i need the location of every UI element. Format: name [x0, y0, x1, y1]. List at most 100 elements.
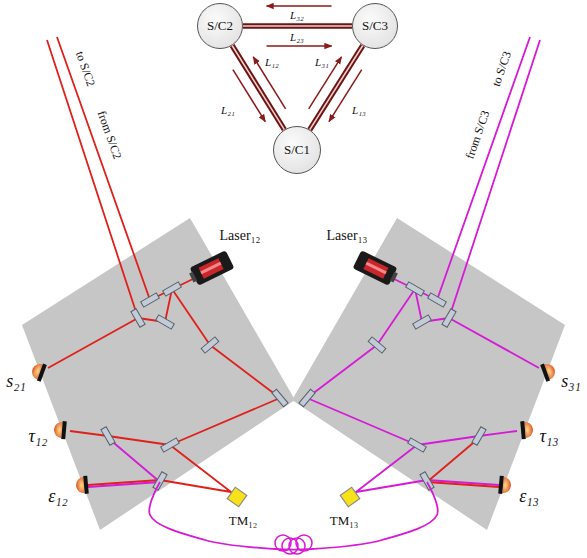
- symbol-label: L₃₁: [315, 56, 329, 68]
- detector-dome: [502, 477, 511, 494]
- symbol-label: TM₁₂: [229, 514, 258, 528]
- photodetector: [540, 361, 557, 382]
- laser-aperture: [390, 272, 398, 283]
- symbol-label: to S/C3: [490, 50, 515, 89]
- mirror: [368, 337, 386, 353]
- link-outer: [310, 45, 363, 129]
- detector-base: [37, 364, 47, 382]
- symbol-label: Laser₁₃: [327, 228, 368, 243]
- symbol-label: τ₁₂: [29, 427, 48, 447]
- symbol-label: TM₁₃: [330, 514, 359, 528]
- remote-beam: [108, 438, 160, 482]
- laser-shine: [200, 262, 221, 274]
- laser-icon: [187, 250, 234, 287]
- fiber-coil: [282, 538, 298, 554]
- optical-bench-left: [22, 37, 295, 530]
- symbol-label: ε₁₂: [48, 487, 68, 507]
- symbol-label: L₂₃: [290, 31, 304, 43]
- remote-beam: [427, 482, 499, 487]
- detector-dome: [75, 477, 84, 494]
- photodetector: [520, 420, 534, 439]
- detector-base: [520, 421, 526, 439]
- mirror: [156, 315, 175, 329]
- mirror: [442, 309, 456, 328]
- link-inner: [243, 25, 352, 27]
- laser-icon: [353, 250, 400, 287]
- spacecraft-name: S/C1: [284, 142, 310, 158]
- test-mass: [227, 487, 246, 506]
- test-mass: [340, 487, 359, 506]
- laser-link: [310, 45, 363, 129]
- symbol-label: L₂₁: [221, 104, 235, 116]
- laser-shine: [366, 262, 387, 274]
- outgoing-beam: [392, 37, 530, 300]
- mirror: [201, 337, 219, 353]
- detector-dome: [524, 421, 533, 438]
- laser-tube: [199, 258, 224, 278]
- laser-body: [190, 250, 235, 286]
- detector-base: [498, 476, 504, 494]
- link-inner: [310, 45, 363, 129]
- detector-base: [540, 364, 550, 382]
- spacecraft-name: S/C2: [207, 18, 233, 34]
- outgoing-beam: [57, 37, 195, 300]
- symbol-label: Laser₁₂: [220, 228, 261, 243]
- laser-aperture: [189, 272, 197, 283]
- laser-body: [353, 250, 398, 286]
- local-beam: [70, 289, 280, 445]
- mirror: [272, 389, 288, 407]
- symbol-label: s₂₁: [6, 372, 26, 392]
- mirror: [413, 315, 432, 329]
- mirror: [428, 293, 447, 307]
- photodetector: [75, 476, 89, 495]
- mirror: [472, 427, 486, 446]
- photodetector: [53, 420, 67, 439]
- link-inner: [232, 46, 284, 130]
- symbol-label: L₃₂: [290, 9, 304, 21]
- incoming-beam: [47, 40, 138, 368]
- symbol-label: to S/C2: [73, 50, 98, 89]
- mirror: [163, 282, 182, 296]
- test-mass-beam: [356, 445, 499, 492]
- mirror: [131, 309, 145, 328]
- symbol-label: s₃₁: [561, 372, 581, 392]
- mirror: [299, 389, 315, 407]
- spacecraft-name: S/C3: [362, 18, 388, 34]
- spacecraft-circle: S/C1: [273, 126, 321, 174]
- fiber-coil: [296, 535, 312, 551]
- detector-base: [83, 476, 89, 494]
- signal-arrow: [267, 5, 332, 7]
- link-outer: [232, 46, 284, 130]
- laser-link: [232, 46, 284, 130]
- test-mass-beam: [88, 445, 231, 492]
- mirror: [141, 293, 160, 307]
- photodetector: [498, 476, 512, 495]
- spacecraft-circle: S/C3: [352, 3, 398, 49]
- spacecraft-circle: S/C2: [197, 3, 243, 49]
- mirror: [153, 472, 167, 491]
- link-outer: [243, 23, 352, 29]
- laser-link: [243, 26, 352, 27]
- optical-bench-right: [292, 37, 565, 530]
- mirror: [161, 438, 180, 452]
- mirror: [420, 472, 434, 491]
- mirror: [406, 282, 425, 296]
- laser-tube: [363, 258, 388, 278]
- symbol-label: L₁₃: [352, 104, 366, 116]
- mirror: [101, 427, 115, 446]
- symbol-label: τ₁₃: [540, 427, 559, 447]
- remote-beam: [88, 482, 160, 487]
- link-arrows: [233, 6, 362, 122]
- remote-beam: [427, 438, 479, 482]
- signal-arrow: [267, 45, 332, 47]
- optical-fiber: [149, 482, 437, 554]
- symbol-label: ε₁₃: [519, 487, 539, 507]
- local-beam: [307, 289, 517, 445]
- detector-base: [61, 421, 67, 439]
- detector-dome: [53, 421, 62, 438]
- incoming-beam: [449, 40, 540, 368]
- mirror: [408, 438, 427, 452]
- symbol-label: L₁₂: [265, 56, 279, 68]
- photodetector: [29, 361, 46, 382]
